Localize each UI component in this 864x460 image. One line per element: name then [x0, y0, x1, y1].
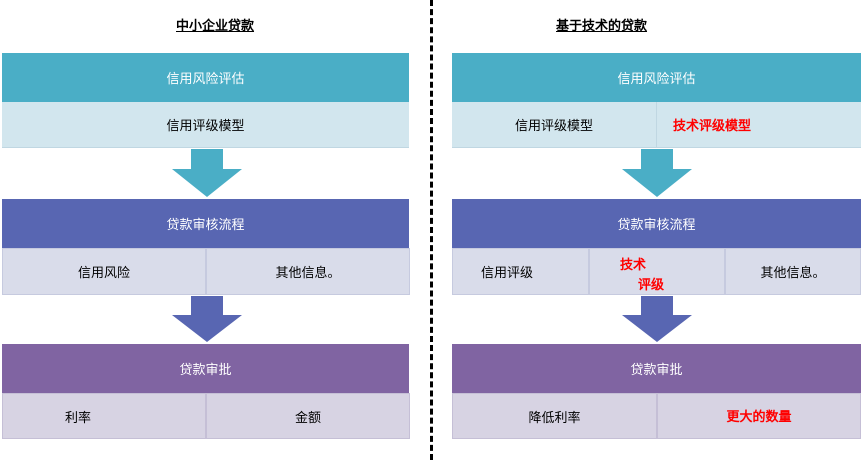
- right-stage2-cell-1: 信用评级: [452, 248, 589, 295]
- right-title: 基于技术的贷款: [556, 19, 648, 34]
- left-stage2-cell-2: 其他信息。: [206, 248, 410, 295]
- left-stage3-cell-2: 金额: [206, 393, 410, 439]
- left-stage2-cell-1: 信用风险: [2, 248, 206, 295]
- right-stage1-cell-2: 技术评级模型: [657, 102, 861, 148]
- left-stage3-cell-1: 利率: [2, 393, 206, 439]
- left-stage1-header: 信用风险评估: [2, 53, 409, 102]
- left-stage1-cell: 信用评级模型: [2, 102, 409, 148]
- column-divider: [430, 0, 433, 460]
- left-stage2-header: 贷款审核流程: [2, 199, 409, 248]
- right-stage2-header: 贷款审核流程: [452, 199, 861, 248]
- right-stage1-cell-1: 信用评级模型: [452, 102, 657, 148]
- right-stage2-cell-2-line-1: 技术: [620, 258, 647, 273]
- right-stage3-cell-1: 降低利率: [452, 393, 657, 439]
- right-stage2-cell-2-line-2: 评级: [638, 278, 665, 293]
- right-arrow-2: [622, 296, 692, 342]
- right-stage2-cell-3: 其他信息。: [725, 248, 861, 295]
- left-arrow-2: [172, 296, 242, 342]
- right-stage2-cell-2: 技术 评级: [589, 248, 725, 295]
- right-stage3-cell-2: 更大的数量: [657, 393, 861, 439]
- left-arrow-1: [172, 149, 242, 197]
- left-title: 中小企业贷款: [176, 19, 255, 34]
- left-stage3-header: 贷款审批: [2, 344, 409, 393]
- right-stage1-header: 信用风险评估: [452, 53, 861, 102]
- right-stage3-header: 贷款审批: [452, 344, 861, 393]
- right-arrow-1: [622, 149, 692, 197]
